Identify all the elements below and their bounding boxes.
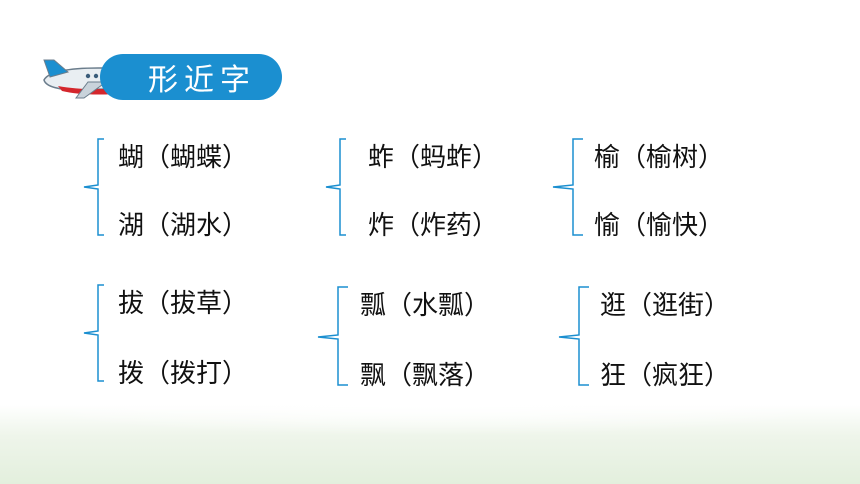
word-top: 蝴（蝴蝶） bbox=[118, 143, 249, 173]
word-top: 逛（逛街） bbox=[600, 291, 731, 321]
footer-gradient-band bbox=[0, 405, 860, 484]
word-bottom: 愉（愉快） bbox=[594, 211, 725, 241]
page-title: 形近字 bbox=[148, 63, 256, 98]
brace-icon bbox=[83, 138, 104, 236]
brace-icon bbox=[552, 138, 583, 236]
word-top: 拔（拔草） bbox=[118, 289, 249, 319]
header-pill: 形近字 bbox=[100, 54, 282, 100]
brace-icon bbox=[317, 286, 348, 386]
brace-icon bbox=[83, 284, 104, 382]
word-top: 蚱（蚂蚱） bbox=[368, 143, 499, 173]
section-header: 形近字 bbox=[38, 50, 282, 106]
brace-icon bbox=[325, 138, 346, 236]
word-bottom: 湖（湖水） bbox=[118, 211, 249, 241]
word-top: 瓢（水瓢） bbox=[360, 291, 491, 321]
word-bottom: 拨（拨打） bbox=[118, 359, 249, 389]
word-bottom: 狂（疯狂） bbox=[600, 361, 731, 391]
word-bottom: 飘（飘落） bbox=[360, 361, 491, 391]
brace-icon bbox=[558, 286, 589, 386]
word-bottom: 炸（炸药） bbox=[368, 211, 499, 241]
word-top: 榆（榆树） bbox=[594, 143, 725, 173]
